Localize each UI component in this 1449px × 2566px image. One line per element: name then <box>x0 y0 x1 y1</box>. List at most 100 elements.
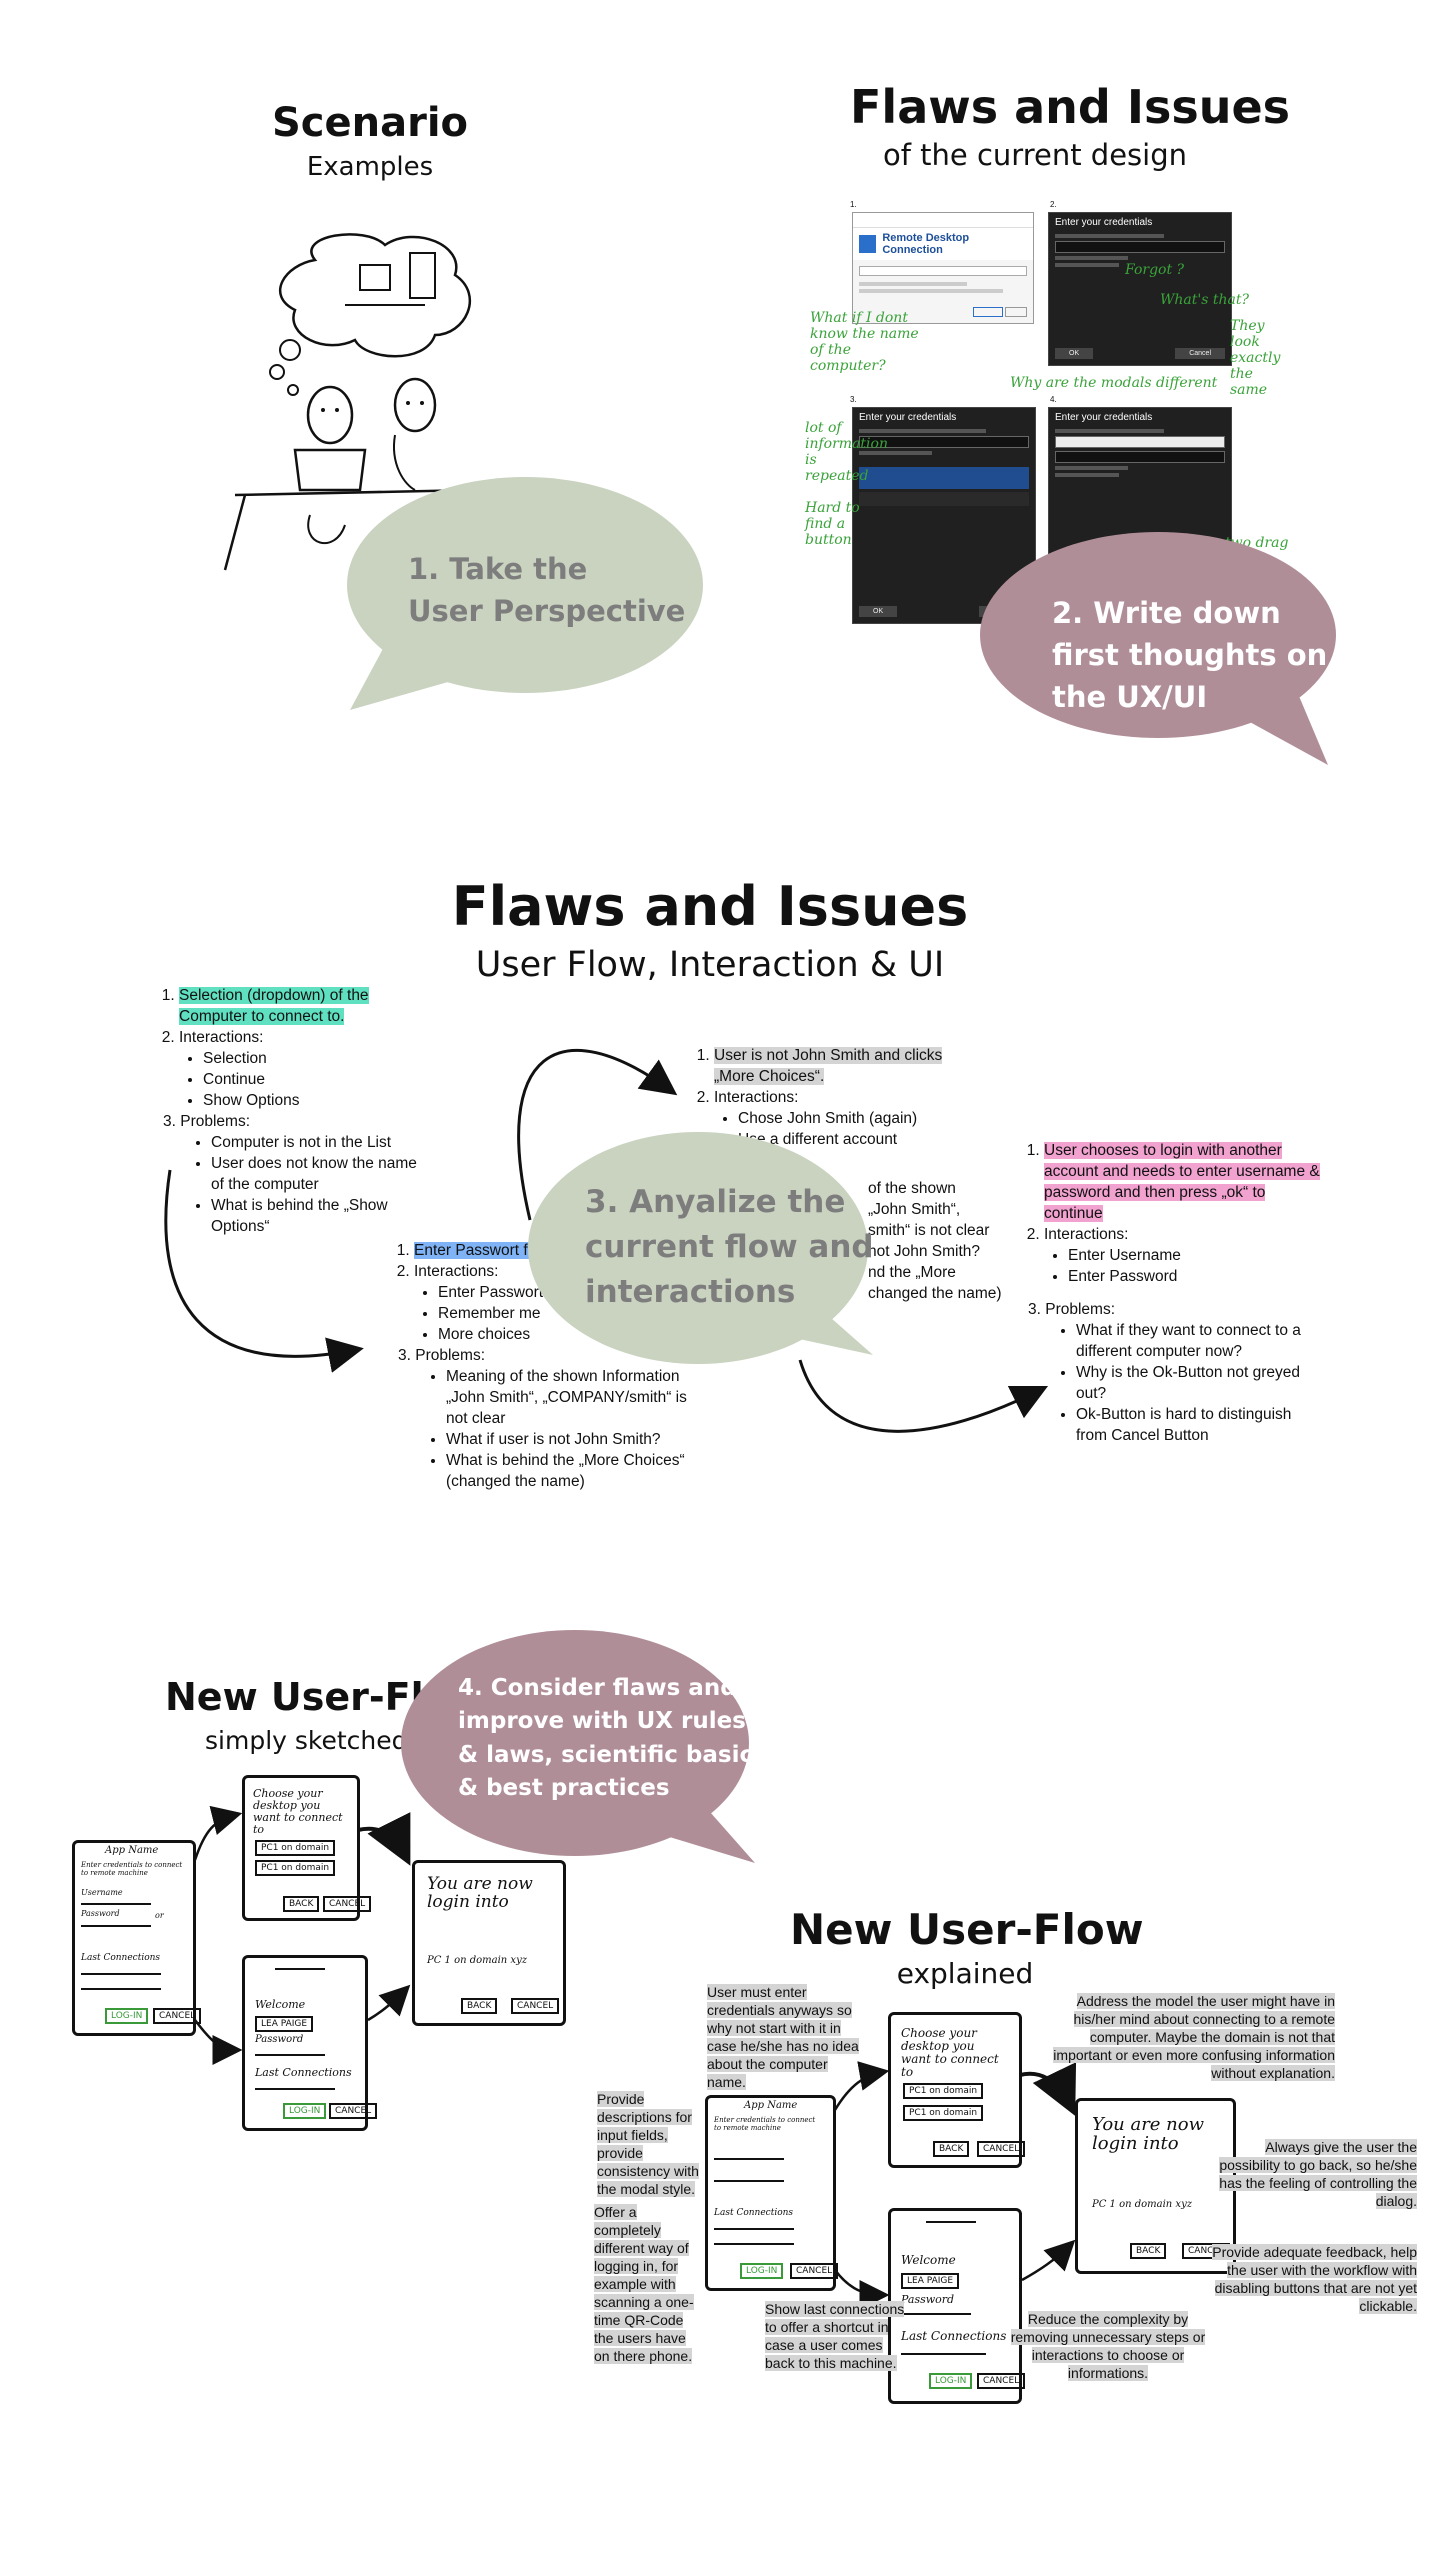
step-3-interaction: Use a different account <box>738 1129 970 1150</box>
step-1-text: Selection (dropdown) of the Computer to … <box>179 987 369 1025</box>
explain-note-last-connections: Show last connections to offer a shortcu… <box>765 2300 910 2372</box>
explain-note-5-text: Offer a completely different way of logg… <box>594 2204 694 2364</box>
explain-note-feedback: Provide adequate feedback, help the user… <box>1212 2243 1417 2315</box>
sketch-logged-in: You are now login into PC 1 on domain xy… <box>412 1860 566 2026</box>
speech-bubble-3 <box>528 1132 873 1364</box>
explain-note-1-text: User must enter credentials anyways so w… <box>707 1984 859 2090</box>
sketch-cancel2-button: CANCEL <box>323 1896 372 1912</box>
ex-sketch-welcome-text: Welcome <box>901 2253 956 2267</box>
step-2-interactions-label: Interactions: <box>414 1263 499 1280</box>
bubble-4-line-2: improve with UX rules <box>458 1708 746 1735</box>
sketch-back-button-2: BACK <box>461 1998 498 2014</box>
ex-sketch-cancel2-button: CANCEL <box>977 2141 1026 2157</box>
bubble-4-line-1: 4. Consider flaws and <box>458 1675 737 1701</box>
explain-note-mental-model: Address the model the user might have in… <box>1045 1992 1335 2082</box>
step-1-interaction: Continue <box>203 1069 430 1090</box>
bubble-3-line-2: current flow and <box>585 1228 874 1265</box>
step-4-interactions-label: Interactions: <box>1044 1226 1129 1243</box>
ex-sketch-last-conn-2: Last Connections <box>901 2329 1007 2343</box>
ex-sketch-login-button-2: LOG-IN <box>929 2373 973 2389</box>
note-forgot: Forgot ? <box>1125 262 1185 278</box>
step-4-interaction: Enter Password <box>1068 1266 1320 1287</box>
explained-sketch-logged-in: You are now login into PC 1 on domain xy… <box>1075 2098 1236 2274</box>
flaws-title: Flaws and Issues <box>850 80 1291 134</box>
step-1-interactions-label: Interactions: <box>179 1029 264 1046</box>
step-4-text: User chooses to login with another accou… <box>1044 1142 1320 1222</box>
ex-sketch-back-button-2: BACK <box>1130 2243 1167 2259</box>
step-2-problem: What is behind the „More Choices“ (chang… <box>446 1450 690 1492</box>
step-1-interaction: Selection <box>203 1048 430 1069</box>
shot-label-4: 4. <box>1050 395 1057 404</box>
bubble-3-line-3: interactions <box>585 1273 796 1310</box>
step-3-peek-line: „John Smith“, <box>868 1201 961 1218</box>
bubble-2-line-1: 2. Write down <box>1052 596 1281 630</box>
explain-note-7-text: Show last connections to offer a shortcu… <box>765 2301 905 2371</box>
sketch-or: or <box>155 1911 164 1920</box>
step-2-interaction: More choices <box>438 1324 690 1345</box>
explain-note-3-text: Provide descriptions for input fields, p… <box>597 2091 699 2197</box>
bubble-4-line-3: & laws, scientific basics <box>458 1741 767 1768</box>
ex-sketch-name: LEA PAIGE <box>901 2273 960 2289</box>
flow-subtitle: User Flow, Interaction & UI <box>475 945 945 985</box>
flow-step-4: User chooses to login with another accou… <box>1020 1140 1320 1446</box>
shot-label-1: 1. <box>850 200 857 209</box>
shot2-cancel: Cancel <box>1175 348 1225 359</box>
sketch-cancel-button-4: CANCEL <box>511 1998 560 2014</box>
sketch-login-screen: App Name Enter credentials to connect to… <box>72 1840 202 2036</box>
sketch-cancel-button-3: CANCEL <box>329 2103 378 2119</box>
step-4-problem: Why is the Ok-Button not greyed out? <box>1076 1362 1320 1404</box>
step-4-interaction: Enter Username <box>1068 1245 1320 1266</box>
ex-sketch-enter-creds: Enter credentials to connect to remote m… <box>714 2116 816 2132</box>
bubble-2-line-2: first thoughts on <box>1052 638 1328 673</box>
ex-sketch-login-button: LOG-IN <box>740 2263 784 2279</box>
step-1-problem: User does not know the name of the compu… <box>211 1153 430 1195</box>
step-3-peek-line: changed the name) <box>868 1285 1002 1302</box>
shot2-ok: OK <box>1055 348 1094 359</box>
note-what-if: What if I dont know the name of the comp… <box>810 310 919 374</box>
screenshot-credentials-4: Enter your credentials <box>1048 407 1232 559</box>
screenshot-rdc-dialog: Remote Desktop Connection <box>852 212 1034 324</box>
step-3-peek-line: nd the „More <box>868 1264 956 1281</box>
shot2-title: Enter your credentials <box>1055 217 1153 228</box>
ex-sketch-password: Password <box>901 2293 955 2306</box>
ex-sketch-pc1: PC1 on domain <box>903 2083 984 2099</box>
step-1-interaction: Show Options <box>203 1090 430 1111</box>
sketch-welcome: Welcome LEA PAIGE Password Last Connecti… <box>242 1955 378 2131</box>
sketch-name: LEA PAIGE <box>255 2016 314 2032</box>
explained-sketch-login: App Name Enter credentials to connect to… <box>705 2095 839 2291</box>
bubble-2-line-3: the UX/UI <box>1052 680 1208 715</box>
sketch-login-button: LOG-IN <box>105 2008 149 2024</box>
rdc-title: Remote Desktop Connection <box>882 232 970 256</box>
step-1-problem: What is behind the „Show Options“ <box>211 1195 430 1237</box>
shot3-ok: OK <box>859 606 898 617</box>
flow-step-1: Selection (dropdown) of the Computer to … <box>155 985 430 1237</box>
flow-step-2: Enter Passwort for changeable User Inter… <box>390 1240 690 1492</box>
screenshot-credentials-2: Enter your credentials OK Cancel <box>1048 212 1232 366</box>
shot-label-3: 3. <box>850 395 857 404</box>
bubble-4-line-4: & best practices <box>458 1775 670 1802</box>
ex-sketch-cancel-button-3: CANCEL <box>977 2373 1026 2389</box>
step-3-text: User is not John Smith and clicks „More … <box>714 1047 943 1085</box>
note-why-modals: Why are the modals different <box>1010 375 1218 391</box>
ex-sketch-app-name: App Name <box>744 2100 798 2111</box>
step-2-problem: What if user is not John Smith? <box>446 1429 690 1450</box>
ex-sketch-pc-label: PC 1 on domain xyz <box>1092 2199 1192 2210</box>
step-4-problem: What if they want to connect to a differ… <box>1076 1320 1320 1362</box>
speech-bubble-1 <box>347 477 703 710</box>
note-hard-to-find: Hard to find a button <box>805 500 860 548</box>
explained-title: New User-Flow <box>790 1905 1144 1954</box>
step-3-interactions-label: Interactions: <box>714 1089 799 1106</box>
note-lot-info: lot of information is repeated <box>805 420 888 484</box>
sketch-cancel-button: CANCEL <box>153 2008 202 2024</box>
step-3-peek-line: not John Smith? <box>868 1243 981 1260</box>
sketch-app-name: App Name <box>105 1845 159 1856</box>
note-they-look: They look exactly the same <box>1230 318 1281 398</box>
sketch-login-button-2: LOG-IN <box>283 2103 327 2119</box>
sketch-pc2: PC1 on domain <box>255 1860 336 1876</box>
sketch-welcome-text: Welcome <box>255 1998 306 2011</box>
speech-bubble-4 <box>401 1630 755 1863</box>
scenario-sketch-illustration <box>223 233 476 571</box>
bubble-2-text: 2. Write down first thoughts on the UX/U… <box>1052 592 1327 718</box>
sketched-subtitle: simply sketched <box>205 1726 408 1755</box>
ex-sketch-pc2: PC1 on domain <box>903 2105 984 2121</box>
